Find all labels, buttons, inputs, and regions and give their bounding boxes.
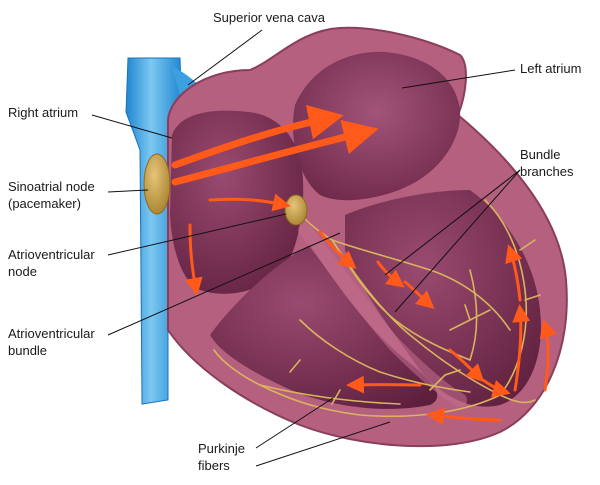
label-superior-vena-cava: Superior vena cava <box>213 10 326 25</box>
sinoatrial-node <box>143 153 171 215</box>
label-bundle-branches: Bundle branches <box>520 147 574 179</box>
label-atrioventricular-node: Atrioventricular node <box>8 247 95 279</box>
label-atrioventricular-bundle: Atrioventricular bundle <box>8 326 95 358</box>
leader-lines <box>91 29 521 467</box>
atrial-impulse-arrows <box>171 104 379 186</box>
atrioventricular-node <box>284 194 308 226</box>
impulse-arrows <box>184 193 558 426</box>
label-purkinje-fibers: Purkinje fibers <box>198 441 245 473</box>
label-left-atrium: Left atrium <box>520 61 582 76</box>
label-right-atrium: Right atrium <box>8 105 79 120</box>
label-sinoatrial-node: Sinoatrial node (pacemaker) <box>8 179 95 211</box>
right-ventricle-chamber <box>210 245 438 409</box>
left-ventricle-chamber <box>345 190 541 407</box>
